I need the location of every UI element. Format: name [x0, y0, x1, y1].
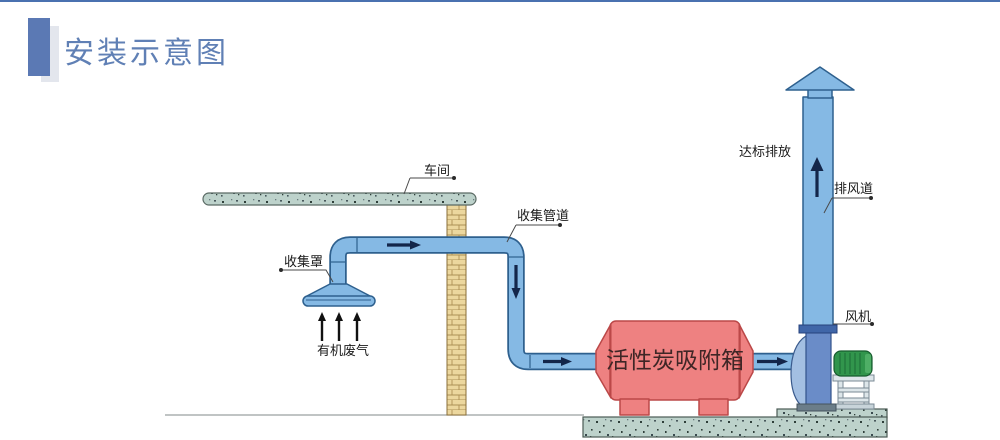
- fan-label: 风机: [845, 309, 871, 324]
- exhaust-duct-leader: [823, 197, 869, 214]
- title-accent-bar: [28, 18, 50, 76]
- motor-stand-leg: [863, 380, 870, 408]
- collection-hood-rim: [302, 295, 376, 307]
- motor-stand-base: [832, 403, 875, 410]
- workshop-label: 车间: [424, 163, 450, 178]
- intake-arrow-head: [318, 312, 326, 321]
- motor-ribs: [839, 353, 861, 374]
- brick-column: [446, 203, 467, 416]
- stack-rain-cap: [785, 66, 855, 91]
- workshop-leader-dot: [452, 176, 456, 180]
- collection-pipe-leader-dot: [558, 223, 562, 227]
- fan-housing: [805, 330, 832, 408]
- fan-base-plate: [796, 403, 837, 412]
- collection-hood-funnel: [304, 283, 373, 298]
- flow-arrow-head: [410, 240, 421, 250]
- stack-flow-arrow-head: [810, 157, 824, 171]
- collection-pipe-leader: [506, 224, 558, 243]
- exhaust-stack: [802, 96, 834, 327]
- flow-arrow-head: [511, 288, 521, 299]
- collection-pipe-label: 收集管道: [517, 208, 569, 223]
- intake-arrow-head: [353, 312, 361, 321]
- compliant-discharge-label: 达标排放: [739, 144, 791, 159]
- fan-leader-dot: [870, 322, 874, 326]
- motor-stand-bar: [837, 397, 870, 403]
- fan-motor: [833, 350, 873, 377]
- motor-stand-leg: [837, 380, 844, 408]
- workshop-ceiling-slab: [202, 192, 477, 206]
- collection-duct: [331, 238, 600, 369]
- concrete-foundation: [582, 416, 888, 438]
- collection-hood-leader-dot: [279, 268, 283, 272]
- collection-hood-leader: [283, 269, 334, 283]
- fan-flange: [798, 324, 838, 334]
- tank-leg-right: [698, 398, 729, 416]
- exhaust-duct-leader-dot: [869, 196, 873, 200]
- organic-waste-gas-label: 有机废气: [317, 343, 369, 358]
- collection-hood-label: 收集罩: [284, 254, 323, 269]
- exhaust-duct-label: 排风道: [834, 181, 873, 196]
- page-title: 安装示意图: [64, 37, 229, 70]
- workshop-leader: [403, 177, 452, 195]
- top-border-line: [0, 0, 1000, 2]
- tank-label: 活性炭吸附箱: [606, 347, 744, 373]
- tank-leg-left: [619, 398, 650, 416]
- collection-duct-outline: [329, 236, 600, 371]
- motor-end-cap: [865, 354, 871, 373]
- flow-arrow-head: [561, 357, 572, 366]
- flow-arrow-head: [777, 357, 788, 366]
- motor-stand-bar: [837, 387, 870, 393]
- intake-arrow-head: [335, 312, 343, 321]
- tank-body: [609, 320, 741, 401]
